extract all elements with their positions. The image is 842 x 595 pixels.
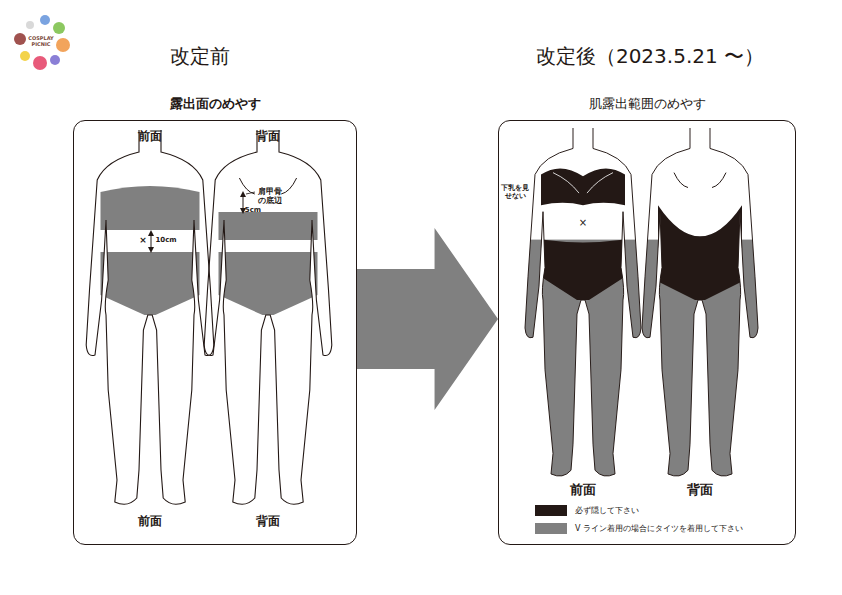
figure-part bbox=[53, 22, 65, 34]
dimension-arrow bbox=[243, 194, 244, 211]
figure-part bbox=[541, 168, 625, 205]
figure-part bbox=[219, 212, 318, 240]
figure-back bbox=[640, 128, 760, 491]
figure-part bbox=[40, 15, 50, 25]
legend-text: V ライン着用の場合にタイツを着用して下さい bbox=[575, 523, 743, 534]
figure-back bbox=[204, 130, 332, 504]
legend-row: V ライン着用の場合にタイツを着用して下さい bbox=[535, 523, 743, 534]
figure-part bbox=[523, 240, 643, 491]
legend-row: 必ず隠して下さい bbox=[535, 505, 639, 516]
logo-text: COSPLAY PICNIC bbox=[28, 36, 54, 47]
figure-part bbox=[219, 212, 318, 315]
panel-heading: 露出面のめやす bbox=[74, 95, 356, 113]
note-label: 肩甲骨の底辺 bbox=[257, 188, 283, 206]
panel-heading: 肌露出範囲のめやす bbox=[499, 95, 795, 113]
dimension-arrow bbox=[151, 233, 152, 250]
block-arrow bbox=[357, 228, 498, 410]
panel-box: 露出面のめやす bbox=[73, 120, 357, 545]
figure-part bbox=[674, 173, 726, 188]
figure-part bbox=[541, 240, 625, 300]
logo-dots bbox=[14, 15, 70, 70]
section-title: 改定前 bbox=[170, 45, 230, 67]
view-label: 前面 bbox=[138, 130, 162, 143]
view-label: 背面 bbox=[256, 130, 280, 143]
figure-part bbox=[525, 128, 641, 476]
legend-text: 必ず隠して下さい bbox=[575, 505, 639, 516]
figure-part bbox=[204, 130, 332, 504]
figure-part bbox=[523, 168, 643, 490]
figure-part bbox=[56, 38, 70, 52]
figure-front bbox=[523, 128, 643, 491]
leader-line bbox=[246, 192, 255, 194]
legend-swatch bbox=[535, 523, 567, 534]
figure-part bbox=[101, 186, 200, 230]
dimension-label: 10cm bbox=[155, 237, 176, 245]
figure-part bbox=[86, 130, 214, 504]
mark-symbol: × bbox=[139, 236, 147, 246]
figure-part bbox=[101, 186, 200, 315]
legend-swatch bbox=[535, 505, 567, 516]
figure-part bbox=[642, 128, 758, 476]
figure-part bbox=[33, 56, 47, 70]
view-label: 背面 bbox=[687, 483, 713, 497]
note-label: 下乳を見せない bbox=[501, 185, 530, 200]
view-label: 前面 bbox=[138, 515, 162, 528]
panel-box: 肌露出範囲のめやす bbox=[498, 120, 796, 545]
figure-part bbox=[101, 252, 200, 315]
figure-part bbox=[20, 51, 30, 61]
figure-part bbox=[50, 55, 60, 65]
figure-part bbox=[658, 205, 742, 300]
figure-part bbox=[553, 173, 613, 193]
section-title: 改定後（2023.5.21 〜） bbox=[536, 45, 764, 67]
view-label: 前面 bbox=[570, 483, 596, 497]
view-label: 背面 bbox=[256, 515, 280, 528]
figure-front bbox=[86, 130, 214, 504]
figure-part bbox=[26, 21, 34, 29]
mark-symbol: × bbox=[579, 217, 587, 228]
figure-part bbox=[14, 33, 26, 45]
figure-part bbox=[219, 252, 318, 315]
dimension-label: 5cm bbox=[245, 207, 261, 215]
